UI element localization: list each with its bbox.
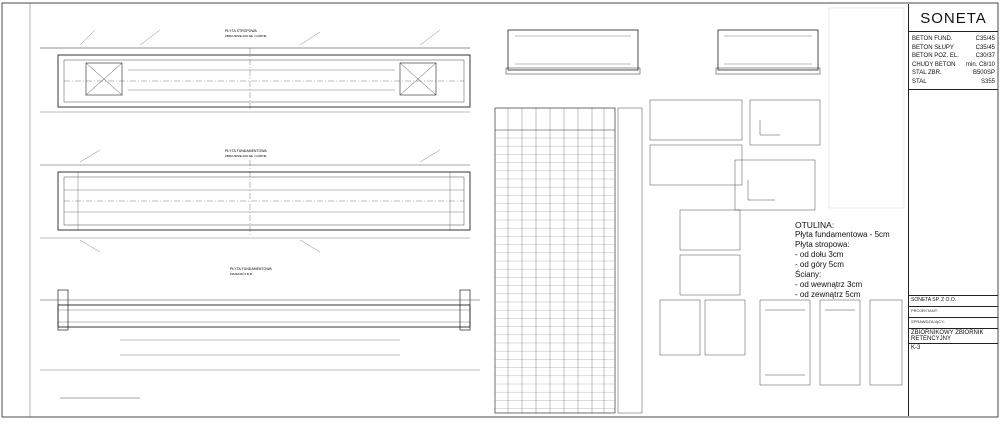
notes-spacer bbox=[909, 90, 998, 295]
schedule-rows bbox=[495, 137, 615, 409]
designer-row: PROJEKTANT: bbox=[909, 306, 998, 317]
section-b-b bbox=[715, 29, 821, 75]
object-row: ZBIORNIKOWY ZBIORNIK RETENCYJNY bbox=[909, 328, 998, 343]
plan-mid-sub: ZBROJENIE DOLNE I GÓRNE bbox=[225, 153, 267, 158]
plan-top-sub: ZBROJENIE DOLNE I GÓRNE bbox=[225, 33, 267, 38]
general-notes bbox=[828, 7, 905, 209]
leader-lines bbox=[79, 29, 441, 253]
detail-boxes bbox=[649, 99, 821, 211]
plan-low-sub: PRZEKRÓJ B-B bbox=[230, 271, 252, 276]
investor-row: SONETA SP. Z O.O. bbox=[909, 295, 998, 306]
cover-note-line: - od wewnątrz 3cm bbox=[795, 280, 863, 289]
cover-note-line: Ściany: bbox=[795, 270, 822, 279]
project-title: SONETA bbox=[909, 4, 998, 32]
section-a-a bbox=[505, 29, 641, 75]
sheet-number-row: K-3 bbox=[909, 343, 998, 354]
bar-shapes-column bbox=[617, 107, 643, 414]
plan-mid-label: PŁYTA FUNDAMENTOWA bbox=[225, 149, 267, 153]
checker-row: SPRAWDZAJĄCY: bbox=[909, 317, 998, 328]
plan-top-label: PŁYTA STROPOWA bbox=[225, 29, 258, 33]
cover-note-line: Płyta stropowa: bbox=[795, 240, 850, 249]
cover-note-line: Płyta fundamentowa - 5cm bbox=[795, 230, 890, 239]
cover-note-line: - od dołu 3cm bbox=[795, 250, 844, 259]
cover-note-heading: OTULINA: bbox=[795, 220, 835, 230]
spec-row: BETON POZ. EL.C30/37 bbox=[912, 53, 995, 59]
plan-low-label: PŁYTA FUNDAMENTOWA bbox=[230, 267, 272, 271]
rebar-schedule-table bbox=[494, 107, 616, 414]
spec-row: STAL ZBR.B500SP bbox=[912, 70, 995, 76]
spec-row: BETON FUND.C35/45 bbox=[912, 36, 995, 42]
binding-margin bbox=[29, 2, 999, 418]
lower-details bbox=[659, 209, 903, 386]
plan-foundation bbox=[40, 160, 471, 239]
cover-note: OTULINA: Płyta fundamentowa - 5cm Płyta … bbox=[795, 220, 890, 300]
cover-note-line: - od góry 5cm bbox=[795, 260, 844, 269]
cover-note-line: - od zewnątrz 5cm bbox=[795, 290, 861, 299]
plan-slab-top bbox=[40, 47, 471, 113]
section-long bbox=[40, 289, 480, 399]
